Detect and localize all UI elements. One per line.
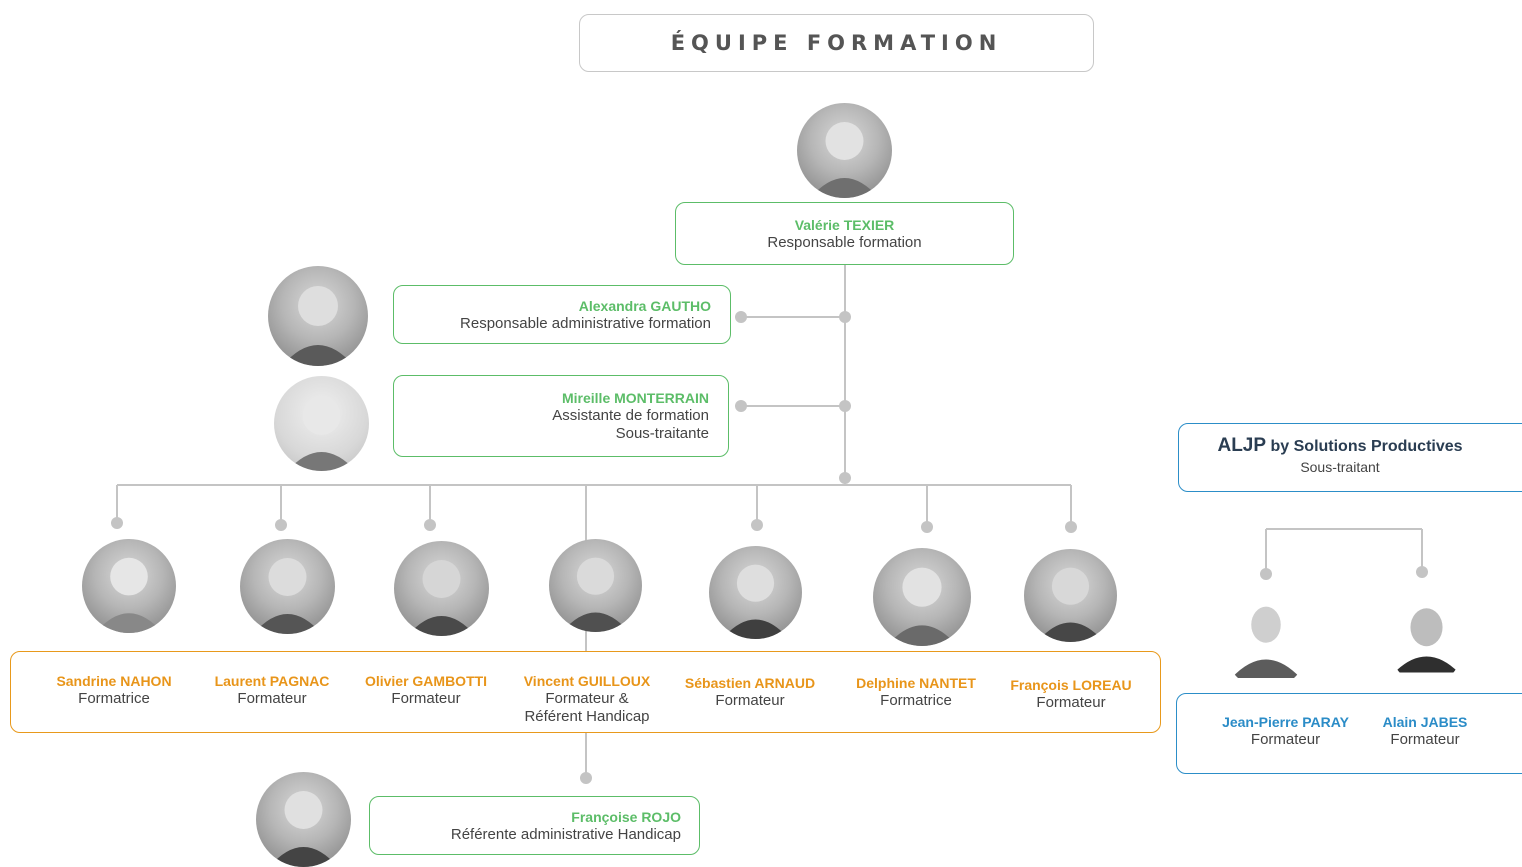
person-name: Sébastien ARNAUD bbox=[684, 675, 816, 691]
person-role-secondary: Référent Handicap bbox=[524, 708, 650, 725]
person-name: Mireille MONTERRAIN bbox=[561, 390, 709, 406]
person-photo-icon bbox=[722, 564, 789, 639]
card-francoise-rojo: Françoise ROJO Référente administrative … bbox=[369, 796, 700, 855]
person-name: Françoise ROJO bbox=[571, 809, 681, 825]
connector-dot bbox=[424, 519, 436, 531]
photo-sebastien-arnaud bbox=[709, 546, 802, 639]
person-role: Formateur bbox=[1390, 731, 1460, 748]
person-name: Sandrine NAHON bbox=[56, 673, 172, 689]
connector-dot bbox=[580, 772, 592, 784]
connector-dot bbox=[111, 517, 123, 529]
person-photo-icon bbox=[810, 122, 879, 198]
person-name: François LOREAU bbox=[1010, 677, 1132, 693]
card-valerie-texier: Valérie TEXIER Responsable formation bbox=[675, 202, 1014, 265]
person-photo-icon bbox=[1037, 567, 1104, 642]
card-alexandra-gautho: Alexandra GAUTHO Responsable administrat… bbox=[393, 285, 731, 344]
person-photo-icon bbox=[1394, 608, 1459, 673]
connector-dot bbox=[839, 472, 851, 484]
person-name: Valérie TEXIER bbox=[794, 217, 895, 233]
connector-dot bbox=[839, 400, 851, 412]
person-role: Responsable administrative formation bbox=[460, 315, 711, 332]
person-name: Jean-Pierre PARAY bbox=[1222, 714, 1349, 730]
photo-olivier-gambotti bbox=[394, 541, 489, 636]
photo-jean-pierre-paray bbox=[1225, 588, 1307, 686]
trainer-olivier-gambotti: Olivier GAMBOTTI Formateur bbox=[351, 672, 501, 708]
subcontractor-name: ALJP by Solutions Productives bbox=[1179, 436, 1501, 457]
trainer-delphine-nantet: Delphine NANTET Formatrice bbox=[838, 674, 994, 710]
person-photo-icon bbox=[282, 286, 354, 366]
photo-francoise-rojo bbox=[256, 772, 351, 867]
person-name: Alexandra GAUTHO bbox=[578, 298, 711, 314]
photo-delphine-nantet bbox=[873, 548, 971, 646]
trainers-box bbox=[10, 651, 1161, 733]
trainer-jean-pierre-paray: Jean-Pierre PARAY Formateur bbox=[1198, 713, 1373, 749]
trainer-sebastien-arnaud: Sébastien ARNAUD Formateur bbox=[670, 674, 830, 710]
person-role: Assistante de formation bbox=[552, 407, 709, 424]
person-role: Formateur bbox=[237, 690, 307, 707]
photo-alain-jabes bbox=[1390, 590, 1463, 682]
person-role: Formateur bbox=[391, 690, 461, 707]
person-name: Vincent GUILLOUX bbox=[523, 673, 651, 689]
card-mireille-monterrain: Mireille MONTERRAIN Assistante de format… bbox=[393, 375, 729, 457]
connector-dot bbox=[839, 311, 851, 323]
trainer-laurent-pagnac: Laurent PAGNAC Formateur bbox=[197, 672, 347, 708]
photo-sandrine-nahon bbox=[82, 539, 176, 633]
subcontractor-name-rest: by Solutions Productives bbox=[1270, 438, 1463, 455]
title-box: ÉQUIPE FORMATION bbox=[579, 14, 1094, 72]
subcontractor-name-main: ALJP bbox=[1217, 435, 1267, 456]
person-photo-icon bbox=[886, 567, 958, 646]
trainer-francois-loreau: François LOREAU Formateur bbox=[998, 676, 1144, 712]
connector-dot bbox=[1416, 566, 1428, 578]
person-role: Formatrice bbox=[78, 690, 150, 707]
connector-dot bbox=[735, 311, 747, 323]
connector-dot bbox=[735, 400, 747, 412]
person-photo-icon bbox=[269, 791, 338, 867]
connector-dot bbox=[1065, 521, 1077, 533]
photo-alexandra-gautho bbox=[268, 266, 368, 366]
person-role: Formatrice bbox=[880, 692, 952, 709]
person-photo-icon bbox=[253, 558, 322, 634]
photo-mireille-monterrain bbox=[274, 376, 369, 471]
trainer-vincent-guilloux: Vincent GUILLOUX Formateur & Référent Ha… bbox=[504, 672, 670, 726]
person-role-secondary: Sous-traitante bbox=[615, 425, 709, 442]
person-photo-icon bbox=[1231, 606, 1301, 678]
connector-dot bbox=[751, 519, 763, 531]
person-photo-icon bbox=[287, 396, 356, 471]
person-photo-icon bbox=[562, 557, 629, 632]
person-role: Formateur & bbox=[545, 690, 629, 707]
person-role: Formateur bbox=[715, 692, 785, 709]
subcontractor-role: Sous-traitant bbox=[1300, 459, 1380, 475]
photo-laurent-pagnac bbox=[240, 539, 335, 634]
person-role: Référente administrative Handicap bbox=[450, 826, 681, 843]
person-name: Alain JABES bbox=[1382, 714, 1468, 730]
page-title: ÉQUIPE FORMATION bbox=[670, 31, 1003, 55]
person-name: Olivier GAMBOTTI bbox=[364, 673, 488, 689]
person-role: Responsable formation bbox=[767, 234, 922, 251]
person-photo-icon bbox=[95, 557, 163, 633]
photo-francois-loreau bbox=[1024, 549, 1117, 642]
photo-vincent-guilloux bbox=[549, 539, 642, 632]
person-role: Formateur bbox=[1250, 731, 1321, 748]
person-name: Delphine NANTET bbox=[856, 675, 976, 691]
subcontractor-trainers-box bbox=[1176, 693, 1522, 774]
person-role: Formateur bbox=[1036, 694, 1106, 711]
trainer-sandrine-nahon: Sandrine NAHON Formatrice bbox=[34, 672, 194, 708]
connector-dot bbox=[921, 521, 933, 533]
trainer-alain-jabes: Alain JABES Formateur bbox=[1365, 713, 1485, 749]
connector-dot bbox=[275, 519, 287, 531]
connector-dot bbox=[1260, 568, 1272, 580]
subcontractor-box: ALJP by Solutions Productives Sous-trait… bbox=[1178, 423, 1522, 492]
person-photo-icon bbox=[407, 560, 476, 636]
person-name: Laurent PAGNAC bbox=[214, 673, 330, 689]
photo-valerie-texier bbox=[797, 103, 892, 198]
